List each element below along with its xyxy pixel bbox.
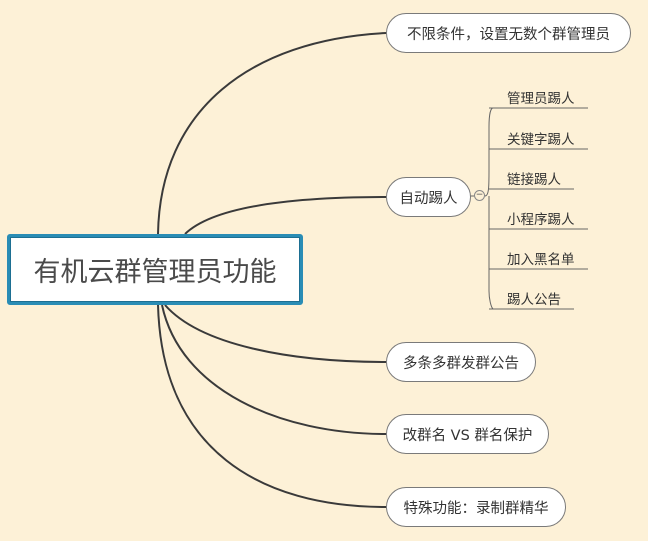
branch-topic-rename[interactable]: 改群名 VS 群名保护 xyxy=(386,414,549,454)
leaf-topic-admin-kick[interactable]: 管理员踢人 xyxy=(507,91,575,107)
branch-topic-admins[interactable]: 不限条件，设置无数个群管理员 xyxy=(386,13,631,53)
leaf-topic-miniprogram-kick[interactable]: 小程序踢人 xyxy=(507,212,575,228)
leaf-topic-blacklist[interactable]: 加入黑名单 xyxy=(507,252,575,268)
leaf-topic-keyword-kick[interactable]: 关键字踢人 xyxy=(507,132,575,148)
branch-topic-announcements[interactable]: 多条多群发群公告 xyxy=(386,342,536,382)
connector-root-branch-1 xyxy=(157,32,387,235)
root-topic[interactable]: 有机云群管理员功能 xyxy=(7,234,303,305)
branch-topic-special[interactable]: 特殊功能：录制群精华 xyxy=(386,487,566,527)
connector-root-branch-2 xyxy=(184,196,387,235)
leaf-topic-link-kick[interactable]: 链接踢人 xyxy=(507,172,561,188)
connector-root-branch-5 xyxy=(157,304,387,508)
connector-root-branch-3 xyxy=(164,304,387,363)
minus-circle-icon[interactable]: − xyxy=(474,190,485,201)
connector-root-branch-4 xyxy=(161,304,387,435)
connector-children-spine xyxy=(484,107,494,310)
branch-topic-auto-kick[interactable]: 自动踢人 xyxy=(386,177,471,217)
leaf-topic-kick-notice[interactable]: 踢人公告 xyxy=(507,292,561,308)
